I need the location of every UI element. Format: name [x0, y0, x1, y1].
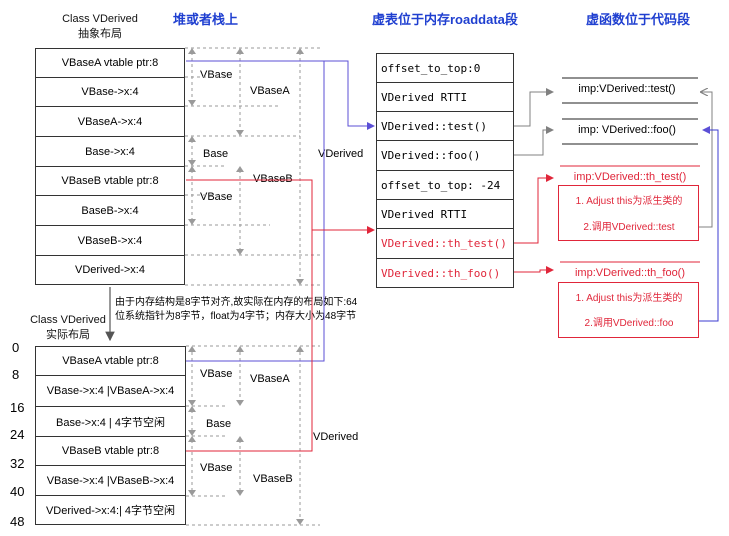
offset-label: 8	[12, 367, 20, 382]
abstract-title-line2: 抽象布局	[78, 28, 122, 40]
th-test-call-arrow	[699, 92, 713, 228]
actual-bracket-vderived: VDerived	[313, 431, 359, 443]
abstract-dashed-guides	[185, 47, 320, 286]
actual-bracket-vbase-bottom: VBase	[200, 462, 233, 474]
actual-cell: VBaseB vtable ptr:8	[35, 436, 186, 466]
abstract-title-line1: Class VDerived	[62, 13, 138, 25]
abstract-cell: VBaseB->x:4	[35, 225, 185, 256]
vtable-cell: VDerived RTTI	[376, 82, 514, 112]
vtable-cell: VDerived::th_foo()	[376, 258, 514, 288]
abstract-bracket-ticks	[188, 48, 304, 285]
abstract-bracket-vbase-top: VBase	[200, 69, 233, 81]
th-foo-step1: 1. Adjust this为派生类的	[575, 293, 683, 304]
offset-label: 40	[10, 484, 25, 499]
th-test-steps-box	[558, 185, 699, 241]
actual-bracket-vbase-top: VBase	[200, 368, 233, 380]
vptr-a-bracket	[186, 60, 325, 362]
imp-th-test: imp:VDerived::th_test()	[573, 171, 687, 183]
actual-dashed-guides	[186, 345, 320, 526]
actual-cell: VDerived->x:4:| 4字节空闲	[35, 495, 186, 525]
abstract-bracket-vderived: VDerived	[318, 148, 364, 160]
offset-label: 48	[10, 514, 25, 529]
foo-impl-arrow	[514, 126, 554, 156]
code-header: 虚函数位于代码段	[586, 12, 691, 27]
abstract-cell: VDerived->x:4	[35, 255, 185, 285]
actual-cell: VBase->x:4 |VBaseA->x:4	[35, 375, 186, 407]
actual-layout-title: Class VDerived 实际布局	[8, 313, 128, 343]
th-foo-steps-box	[558, 282, 699, 338]
abstract-cell: VBaseB vtable ptr:8	[35, 166, 185, 196]
abstract-bracket-vbasea: VBaseA	[250, 85, 290, 97]
th-test-step1: 1. Adjust this为派生类的	[575, 196, 683, 207]
vtable-cell: VDerived::test()	[376, 111, 514, 141]
actual-cell: Base->x:4 | 4字节空闲	[35, 406, 186, 437]
offset-label: 16	[10, 400, 25, 415]
actual-cell: VBase->x:4 |VBaseB->x:4	[35, 465, 186, 496]
imp-th-foo: imp:VDerived::th_foo()	[574, 267, 686, 279]
actual-bracket-ticks	[188, 346, 304, 525]
imp-foo: imp: VDerived::foo()	[578, 124, 676, 136]
vtable-cell: VDerived RTTI	[376, 199, 514, 229]
offset-label: 0	[12, 340, 20, 355]
offset-label: 24	[10, 427, 25, 442]
abstract-bracket-base: Base	[203, 148, 229, 160]
offset-label: 32	[10, 456, 25, 471]
vptr-b-bracket	[186, 179, 313, 452]
imp-test: imp:VDerived::test()	[578, 83, 676, 95]
vptr-a-arrow	[324, 60, 375, 130]
abstract-layout-title: Class VDerived 抽象布局	[40, 12, 160, 42]
actual-title-line1: Class VDerived	[30, 314, 106, 326]
vtable-header: 虚表位于内存roaddata段	[372, 12, 518, 27]
abstract-cell: VBaseA->x:4	[35, 106, 185, 137]
th-foo-step2: 2.调用VDerived::foo	[584, 318, 674, 329]
alignment-note: 由于内存结构是8字节对齐,故实际在内存的布局如下:64位系统指针为8字节，flo…	[115, 297, 358, 322]
th-foo-impl-arrow	[514, 266, 554, 274]
abstract-bracket-vbaseb: VBaseB	[253, 173, 293, 185]
actual-title-line2: 实际布局	[46, 329, 90, 341]
th-foo-call-arrow	[699, 126, 719, 322]
th-test-step2: 2.调用VDerived::test	[583, 222, 675, 233]
th-test-impl-arrow	[514, 174, 554, 244]
actual-bracket-vbaseb: VBaseB	[253, 473, 293, 485]
stack-header: 堆或者栈上	[173, 12, 239, 27]
red-imp-lines	[560, 165, 700, 263]
test-impl-arrow	[514, 88, 554, 127]
actual-bracket-base: Base	[206, 418, 232, 430]
abstract-bracket-vbase-bottom: VBase	[200, 191, 233, 203]
imp-box-lines	[562, 77, 698, 145]
actual-bracket-vbasea: VBaseA	[250, 373, 290, 385]
abstract-cell: VBaseA vtable ptr:8	[35, 48, 185, 78]
